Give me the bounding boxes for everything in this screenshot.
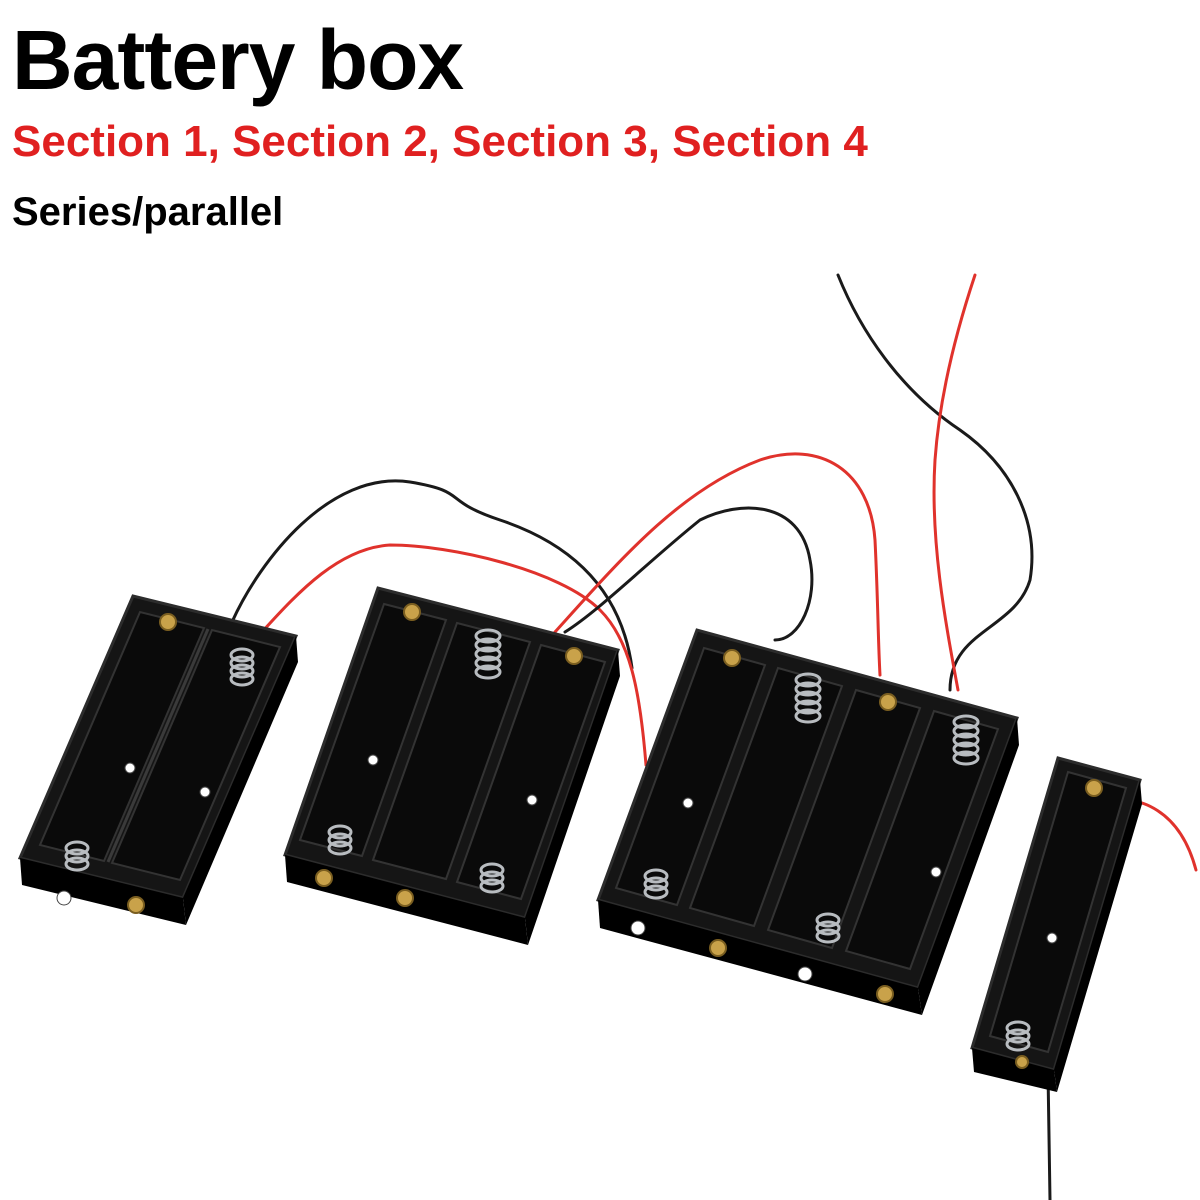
spring-contact [643,868,669,900]
contact-terminal [403,603,421,621]
spring-contact [327,824,353,856]
wire-red-2cell [260,543,648,767]
contact-terminal [1085,779,1103,797]
two-cell-holder [17,594,299,925]
four-cell-holder [596,628,1019,1015]
one-cell-holder [970,756,1142,1092]
spring-contact [794,672,822,724]
spring-contact [815,912,841,944]
spring-contact [64,840,90,872]
contact-terminal [159,613,177,631]
contact-terminal [1015,1055,1029,1069]
product-subtitle: Section 1, Section 2, Section 3, Section… [12,117,868,166]
product-tagline: Series/parallel [12,190,284,234]
contact-terminal [723,649,741,667]
spring-contact [229,647,255,687]
spring-contact [1005,1020,1031,1052]
wire-red-4cell [932,273,977,692]
spring-contact [474,628,502,680]
wire-black-3cell [563,506,814,642]
contact-terminal [127,896,145,914]
contact-terminal [709,939,727,957]
contact-terminal [396,889,414,907]
contact-terminal [876,985,894,1003]
wire-red-3cell [553,452,882,677]
contact-terminal [879,693,897,711]
wire-black-4cell [836,273,1034,692]
product-title: Battery box [12,13,464,107]
wire-black-2cell [230,479,634,670]
spring-contact [479,862,505,894]
three-cell-holder [283,586,620,945]
contact-terminal [315,869,333,887]
spring-contact [952,714,980,766]
contact-terminal [565,647,583,665]
